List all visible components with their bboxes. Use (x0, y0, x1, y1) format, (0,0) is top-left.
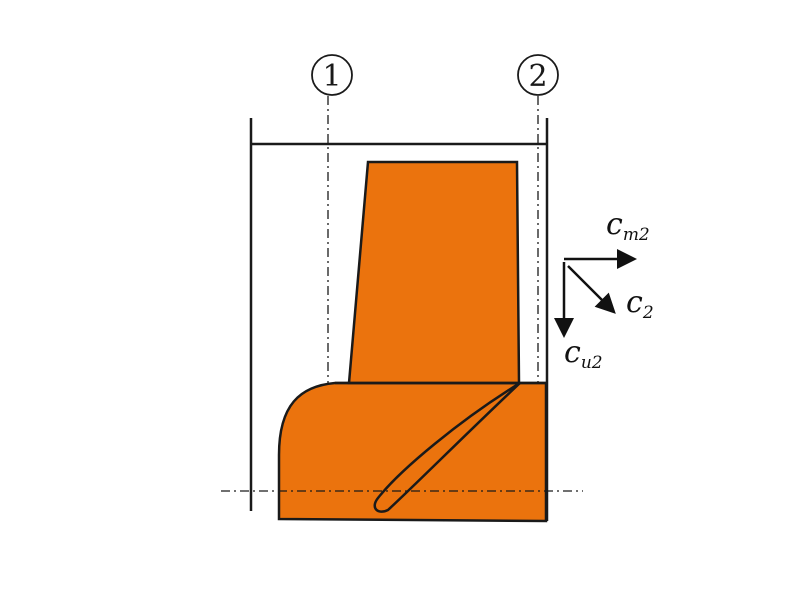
c2-arrow (567, 265, 616, 314)
station-1-marker: 1 (311, 54, 353, 96)
impeller-blade (347, 160, 521, 385)
cu2-label: cu2 (564, 335, 603, 373)
station-2-label: 2 (528, 59, 547, 94)
blade-profile (373, 381, 521, 513)
station-1-label: 1 (322, 59, 341, 94)
c2-label: c2 (626, 285, 654, 323)
cm2-label: cm2 (606, 207, 650, 245)
station-2-marker: 2 (517, 54, 559, 96)
hub-body (277, 381, 548, 523)
